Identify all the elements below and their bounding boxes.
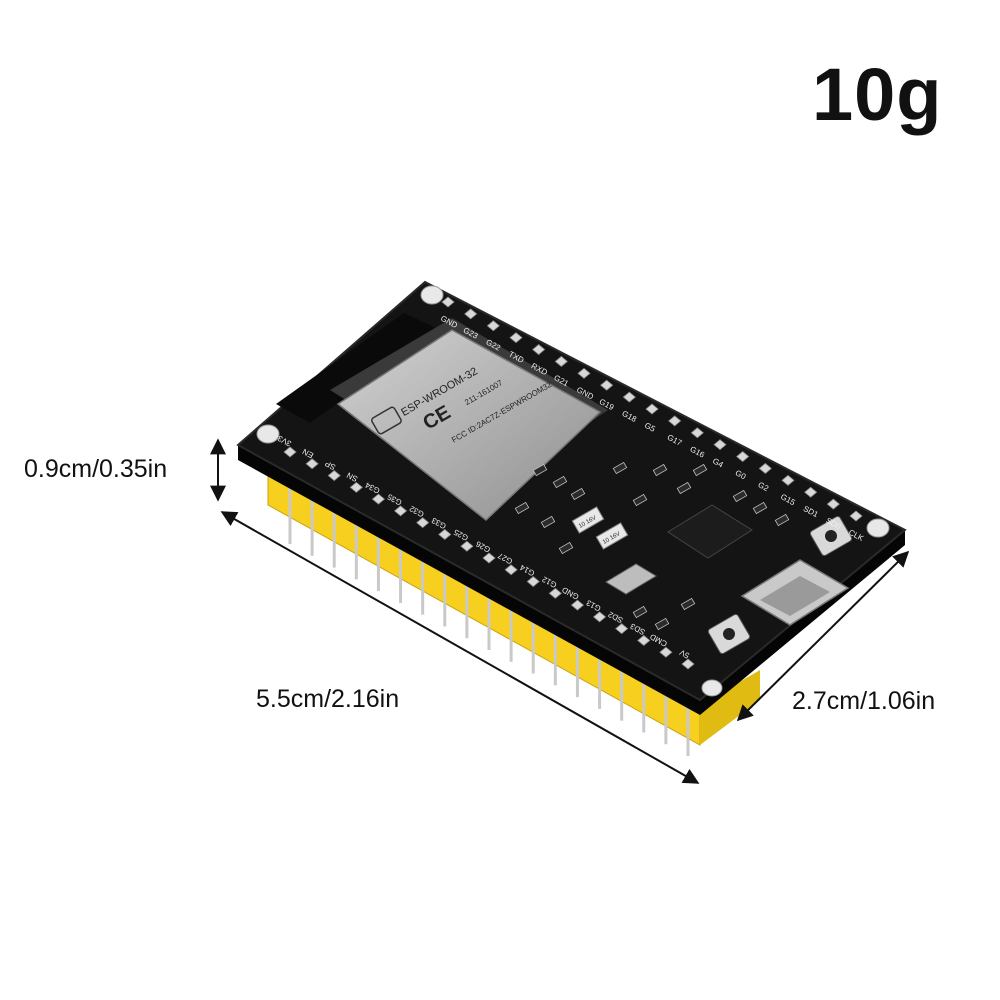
smd-component [676,481,692,495]
mounting-holes [256,285,890,697]
smd-component [514,501,530,515]
smd-component [732,489,748,503]
smd-component [552,475,568,489]
top-pin-pad [668,415,682,427]
top-pin-pad [441,296,455,308]
top-pin-pad [577,367,591,379]
bottom-pin-label: SP [324,459,338,472]
top-pin-pad [826,498,840,510]
bottom-pin-pad [371,493,386,505]
top-pin-pad [713,439,727,451]
bottom-pin-pad [327,470,341,482]
top-pin-pad [486,320,500,332]
top-pin-pad [736,451,750,463]
top-pin-pad [645,403,659,415]
weight-label: 10g [812,53,943,136]
top-pin-pad [849,510,863,522]
smd-component [612,461,628,475]
top-pin-pad [554,355,568,367]
smd-component [752,501,768,515]
smd-component [632,493,648,507]
width-dimension-label: 2.7cm/1.06in [792,687,936,715]
bottom-pin-pad [305,458,319,470]
smd-component [692,463,708,477]
top-pin-pad [622,391,636,403]
antenna-area [276,313,440,423]
top-pin-pad [758,462,772,474]
width-dimension-arrow [736,550,910,722]
smd-component [774,513,790,527]
smd-component [532,463,548,477]
length-dimension-arrow [220,511,700,784]
top-pin-pad [532,344,546,356]
smd-component [652,463,668,477]
length-dimension-label: 5.5cm/2.16in [256,685,400,713]
wifi-logo-icon [371,406,402,435]
bottom-pin-pad [283,446,297,458]
height-dimension-label: 0.9cm/0.35in [24,455,168,483]
top-pin-pad [690,427,704,439]
top-pin-pad [804,486,818,498]
bottom-pin-pad [349,481,363,493]
top-pin-pad [600,379,614,391]
top-pin-pad [509,332,523,344]
top-pin-pad [464,308,478,320]
smd-component [570,487,586,501]
top-pin-pad [781,474,795,486]
